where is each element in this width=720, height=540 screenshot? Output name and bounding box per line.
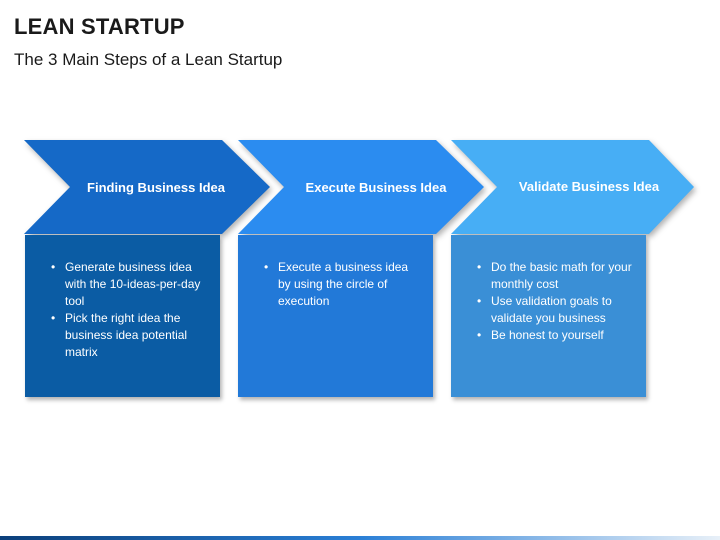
step-1-chevron-shape bbox=[24, 140, 270, 234]
step-2-bullet-1: Execute a business idea by using the cir… bbox=[264, 259, 419, 310]
step-1-bullet-1: Generate business idea with the 10-ideas… bbox=[51, 259, 206, 310]
step-3-bullet-3: Be honest to yourself bbox=[477, 327, 632, 344]
footer-accent-bar bbox=[0, 536, 720, 540]
page-title: LEAN STARTUP bbox=[14, 14, 185, 39]
step-2-chevron-shape bbox=[238, 140, 484, 234]
step-3-label: Validate Business Idea bbox=[518, 178, 660, 194]
step-1-bullet-2: Pick the right idea the business idea po… bbox=[51, 310, 206, 361]
step-3-bullet-1: Do the basic math for your monthly cost bbox=[477, 259, 632, 293]
step-1-label: Finding Business Idea bbox=[87, 179, 225, 195]
step-2-bullet-list: Execute a business idea by using the cir… bbox=[262, 259, 419, 310]
step-3-bullet-list: Do the basic math for your monthly cost … bbox=[475, 259, 632, 344]
step-3-chevron-shape bbox=[451, 140, 694, 234]
step-2-chevron: Execute Business Idea bbox=[238, 140, 484, 234]
page-subtitle: The 3 Main Steps of a Lean Startup bbox=[14, 50, 283, 69]
step-1-bullet-list: Generate business idea with the 10-ideas… bbox=[49, 259, 206, 361]
step-3-chevron: Validate Business Idea bbox=[451, 140, 697, 234]
step-2-label: Execute Business Idea bbox=[305, 179, 447, 195]
step-3-bullet-2: Use validation goals to validate you bus… bbox=[477, 293, 632, 327]
step-1-chevron: Finding Business Idea bbox=[24, 140, 270, 234]
step-1-details: Generate business idea with the 10-ideas… bbox=[25, 235, 220, 397]
step-3-details: Do the basic math for your monthly cost … bbox=[451, 235, 646, 397]
step-2-details: Execute a business idea by using the cir… bbox=[238, 235, 433, 397]
